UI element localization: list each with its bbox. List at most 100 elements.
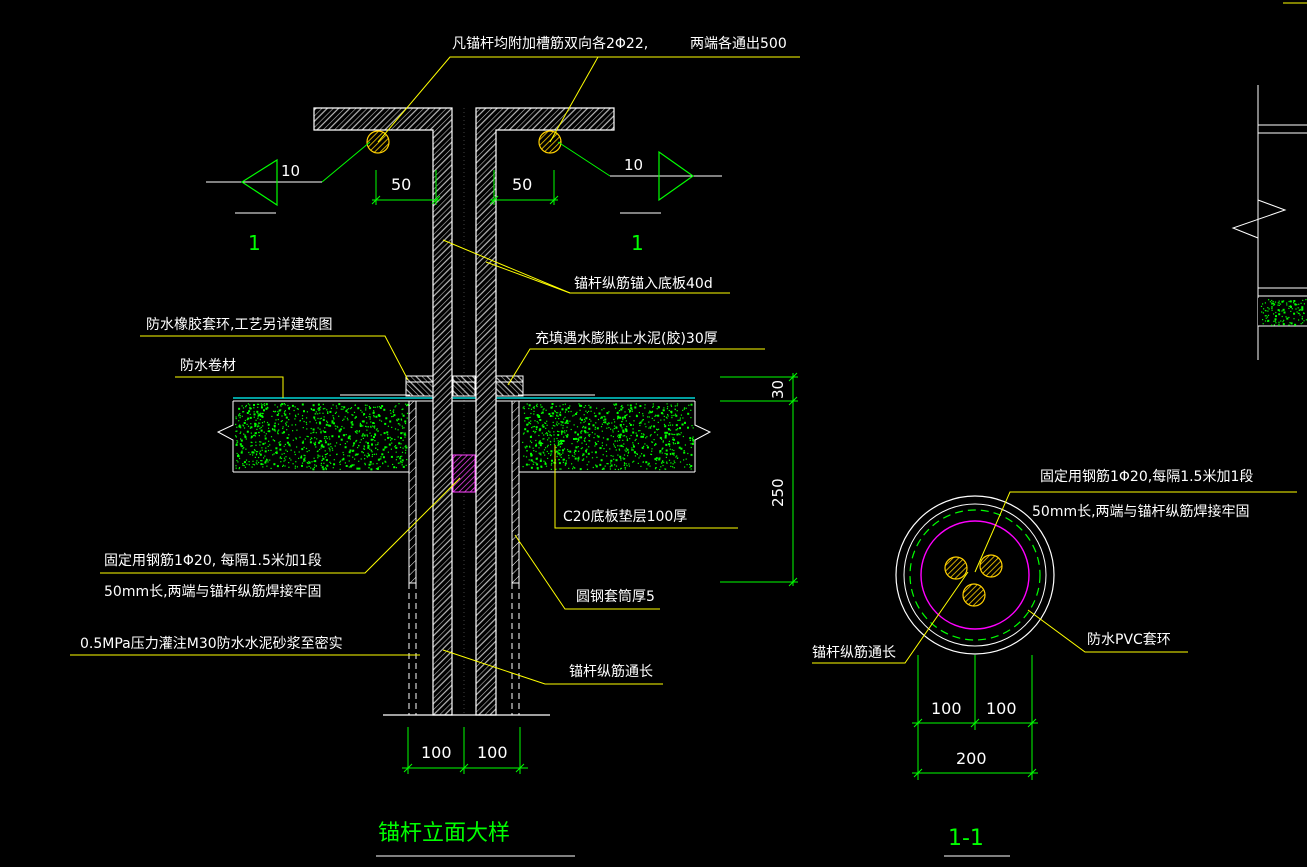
concrete-dot [288, 466, 290, 468]
concrete-dot [677, 419, 679, 421]
concrete-dot [631, 449, 633, 451]
concrete-dot [257, 424, 259, 426]
concrete-dot [320, 444, 323, 447]
concrete-dot [303, 458, 306, 461]
concrete-dot [321, 455, 324, 457]
concrete-dot [601, 468, 603, 470]
concrete-dot [572, 415, 574, 417]
concrete-dot [401, 455, 403, 457]
concrete-dot [284, 465, 286, 467]
concrete-dot [556, 414, 558, 416]
concrete-dot [589, 406, 592, 409]
concrete-dot [395, 446, 398, 449]
concrete-dot [371, 451, 373, 453]
concrete-dot [315, 413, 317, 415]
concrete-dot [356, 430, 358, 432]
concrete-dot [1286, 317, 1289, 320]
concrete-dot [589, 418, 591, 420]
concrete-dot [377, 443, 379, 446]
concrete-dot [1293, 312, 1296, 315]
concrete-dot [530, 466, 533, 469]
concrete-dot [530, 452, 532, 455]
concrete-dot [281, 403, 284, 406]
concrete-dot [661, 461, 663, 463]
concrete-dot [389, 436, 391, 438]
concrete-dot [240, 427, 242, 429]
concrete-dot [645, 426, 647, 428]
concrete-dot [572, 466, 574, 468]
fixing-rebar-piece [452, 454, 476, 493]
concrete-dot [530, 454, 533, 457]
concrete-dot [622, 446, 624, 448]
concrete-dot [350, 421, 353, 424]
concrete-dot [620, 425, 622, 428]
concrete-dot [623, 443, 625, 445]
concrete-dot [401, 408, 403, 411]
concrete-dot [580, 436, 583, 439]
concrete-dot [631, 408, 633, 411]
concrete-dot [363, 413, 366, 416]
concrete-dot [619, 445, 621, 447]
concrete-dot [1303, 312, 1305, 315]
concrete-dot [689, 466, 691, 468]
concrete-dot [242, 424, 244, 426]
concrete-dot [683, 459, 685, 461]
concrete-dot [1293, 300, 1296, 302]
concrete-dot [583, 406, 585, 408]
concrete-dot [608, 411, 610, 413]
concrete-dot [626, 438, 628, 440]
concrete-dot [366, 434, 368, 436]
concrete-dot [1262, 303, 1264, 305]
concrete-dot [602, 437, 605, 439]
concrete-dot [619, 424, 622, 427]
concrete-dot [612, 429, 614, 431]
concrete-dot [262, 463, 264, 465]
concrete-dot [656, 429, 658, 431]
concrete-dot [552, 421, 554, 423]
concrete-dot [672, 437, 674, 439]
concrete-dot [317, 413, 319, 415]
concrete-dot [322, 445, 325, 448]
concrete-dot [270, 449, 272, 451]
concrete-dot [395, 451, 397, 453]
concrete-dot [374, 440, 376, 442]
concrete-dot [564, 422, 566, 424]
concrete-dot [582, 425, 584, 428]
concrete-dot [295, 438, 297, 440]
concrete-dot [646, 444, 648, 447]
concrete-dot [528, 464, 530, 466]
concrete-dot [620, 467, 622, 469]
concrete-dot [575, 413, 578, 415]
concrete-dot [692, 441, 694, 443]
concrete-dot [242, 448, 244, 450]
concrete-dot [634, 439, 636, 442]
concrete-dot [566, 420, 568, 422]
concrete-dot [610, 459, 613, 462]
concrete-dot [358, 444, 360, 447]
concrete-dot [672, 442, 674, 444]
concrete-dot [301, 441, 304, 444]
concrete-dot [260, 463, 263, 466]
concrete-dot [651, 441, 654, 443]
concrete-dot [362, 425, 364, 427]
concrete-dot [543, 449, 546, 451]
concrete-dot [345, 410, 348, 413]
concrete-dot [653, 425, 656, 428]
concrete-dot [524, 420, 526, 422]
concrete-dot [331, 447, 333, 449]
note-rubber-ring: 防水橡胶套环,工艺另详建筑图 [146, 316, 332, 333]
concrete-dot [277, 411, 279, 413]
concrete-dot [532, 460, 534, 462]
concrete-dot [529, 436, 532, 438]
concrete-dot [542, 425, 545, 428]
concrete-dot [1283, 319, 1285, 321]
concrete-dot [351, 423, 354, 426]
concrete-dot [647, 416, 649, 418]
concrete-dot [1278, 324, 1280, 326]
concrete-dot [375, 429, 378, 431]
concrete-dot [256, 453, 258, 455]
concrete-dot [399, 462, 401, 464]
concrete-dot [579, 409, 581, 411]
concrete-dot [526, 446, 528, 448]
concrete-dot [402, 408, 404, 410]
